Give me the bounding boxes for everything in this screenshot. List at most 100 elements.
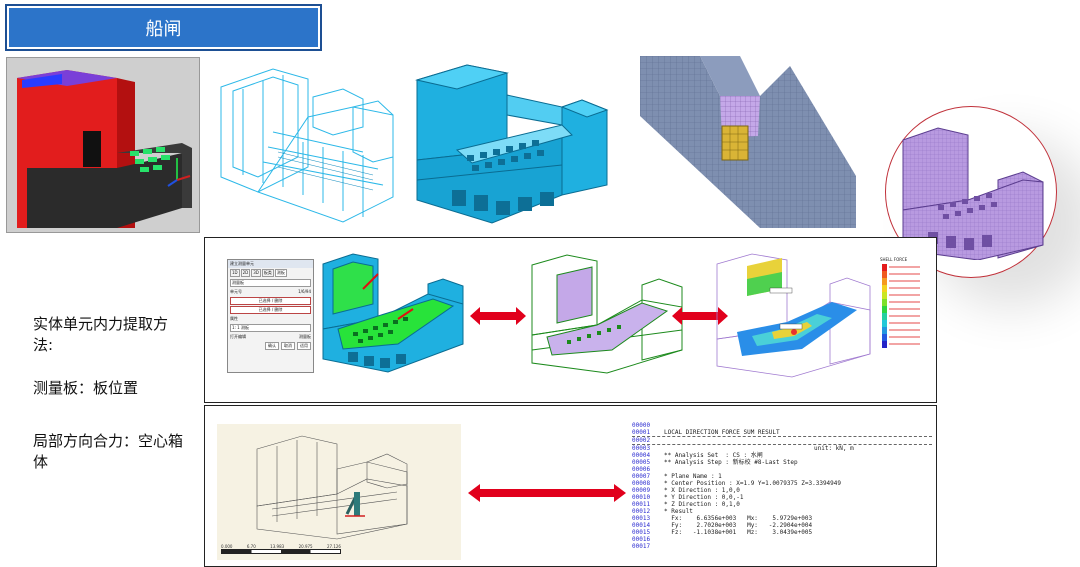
line-number: 00005 [632, 459, 651, 466]
line-number: 00006 [632, 466, 651, 473]
result-line: 00010 * Y Direction : 0,0,-1 [632, 494, 932, 501]
dialog-tab[interactable]: 3D [251, 269, 261, 277]
line-text: * Result [664, 508, 693, 515]
select-button-2[interactable]: 已选择 / 删除 [230, 306, 311, 314]
result-line: 00014 Fy: 2.7020e+003 My: -2.2904e+004 [632, 522, 932, 529]
attr-label: 属性 [230, 316, 238, 321]
line-number: 00012 [632, 508, 651, 515]
dialog-tab[interactable]: 测板 [274, 269, 287, 277]
result-line: 00017 [632, 543, 932, 550]
green-wire-model [527, 245, 687, 375]
edit-label: 打开编辑 [230, 334, 246, 339]
line-text: LOCAL DIRECTION FORCE SUM RESULT [664, 429, 780, 436]
local-force-text: 局部方向合力：空心箱体 [33, 432, 184, 471]
line-number: 00014 [632, 522, 651, 529]
scale-label: 0.000 [221, 544, 233, 549]
line-text: ** Analysis Step : 新标校 #8-Last Step [664, 459, 798, 466]
title-bar: 船闸 [5, 4, 322, 51]
dialog-type-select[interactable]: 测量板 [230, 279, 311, 287]
purple-mesh-model [902, 127, 1044, 261]
result-line: 00012 * Result [632, 508, 932, 515]
foundation-mesh-image [640, 56, 856, 228]
contour-result-model [712, 244, 872, 379]
line-number: 00009 [632, 487, 651, 494]
apply-button[interactable]: 适用 [297, 342, 311, 350]
line-text: * Y Direction : 0,0,-1 [664, 494, 744, 501]
result-line: 00003 unit: kN, m [632, 445, 932, 452]
cancel-button[interactable]: 取消 [281, 342, 295, 350]
result-line: 00011* Z Direction : 0,1,0 [632, 501, 932, 508]
line-text: * X Direction : 1,0,0 [664, 487, 740, 494]
line-text: Fx: 6.6356e+003 Mx: 5.9729e+003 [664, 515, 813, 522]
arrow-right-2 [672, 307, 728, 325]
line-number: 00008 [632, 480, 651, 487]
edit-value[interactable]: 测量板 [299, 334, 311, 339]
measure-plate-model [318, 244, 468, 374]
unit-value: 1/6/94 [298, 289, 311, 294]
legend-colorbar [882, 264, 920, 348]
result-line: 00015 Fz: -1.1038e+001 Mz: 3.0439e+005 [632, 529, 932, 536]
result-line: 00009 * X Direction : 1,0,0 [632, 487, 932, 494]
attr-value[interactable]: 1: 1 测板 [230, 324, 311, 332]
arrow-right-1 [470, 307, 526, 325]
unit-label: 单元号 [230, 289, 242, 294]
scale-label: 6.70 [246, 544, 256, 549]
line-number: 00016 [632, 536, 651, 543]
dialog-title: 建立测量单元 [228, 260, 313, 268]
scale-bar: 0.000 6.70 13.983 20.975 27.126 [221, 544, 341, 556]
solid-cyan-model-image [412, 55, 612, 227]
line-number: 00001 [632, 429, 651, 436]
contour-model [716, 253, 871, 378]
zoom-circle [885, 106, 1057, 278]
line-text: ** Analysis Set : CS : 水闸 [664, 452, 763, 459]
confirm-button[interactable]: 确认 [265, 342, 279, 350]
wireframe-model-image [213, 57, 403, 227]
purple-mesh-model-image [898, 110, 1048, 261]
line-number: 00007 [632, 473, 651, 480]
result-line: 00004 ** Analysis Set : CS : 水闸 [632, 452, 932, 459]
page-title: 船闸 [145, 18, 182, 40]
scale-label: 20.975 [298, 544, 313, 549]
cyan-solid-model [415, 64, 609, 224]
dialog-tab[interactable]: 板类 [261, 269, 274, 277]
line-number: 00013 [632, 515, 651, 522]
result-line: 00013 Fx: 6.6356e+003 Mx: 5.9729e+003 [632, 515, 932, 522]
result-line: 00001 LOCAL DIRECTION FORCE SUM RESULT [632, 429, 932, 437]
line-number: 00004 [632, 452, 651, 459]
wireframe-local-model [256, 435, 408, 540]
cyan-wireframe [220, 68, 394, 223]
legend-title: SHELL FORCE [880, 257, 908, 262]
local-force-model-view: 0.000 6.70 13.983 20.975 27.126 [217, 424, 461, 560]
result-line: 00007 * Plane Name : 1 [632, 473, 932, 480]
measure-plate-text: 测量板：板位置 [33, 379, 139, 397]
line-text: Fy: 2.7020e+003 My: -2.2904e+004 [664, 522, 813, 529]
scale-label: 13.983 [270, 544, 285, 549]
line-number: 00000 [632, 422, 651, 429]
line-number: 00015 [632, 529, 651, 536]
line-number: 00003 [632, 445, 651, 452]
contour-legend: SHELL FORCE [880, 257, 930, 357]
dialog-tabs: 1D 2D 3D 板类 测板 [228, 268, 313, 278]
cyan-green-model [322, 253, 464, 373]
line-number: 00010 [632, 494, 651, 501]
line-number: 00011 [632, 501, 651, 508]
dialog-tab[interactable]: 1D [230, 269, 240, 277]
scale-label: 27.126 [326, 544, 341, 549]
red-lock-model [7, 58, 199, 232]
method-title: 实体单元内力提取方法: [33, 315, 169, 354]
line-text: * Plane Name : 1 [664, 473, 722, 480]
select-button-1[interactable]: 已选择 / 删除 [230, 297, 311, 305]
result-line: 00000 [632, 422, 932, 429]
line-text: Fz: -1.1038e+001 Mz: 3.0439e+005 [664, 529, 813, 536]
result-line: 00008 * Center Position : X=1.9 Y=1.00793… [632, 480, 932, 487]
line-text: unit: kN, m [814, 445, 854, 452]
foundation-mesh [640, 56, 856, 228]
dialog-tab[interactable]: 2D [240, 269, 251, 277]
line-number: 00017 [632, 543, 651, 550]
measure-dialog: 建立测量单元 1D 2D 3D 板类 测板 测量板 单元号 1/6/94 已选择… [227, 259, 314, 373]
arrow-right-3 [468, 484, 626, 502]
result-line: 00002 [632, 437, 932, 445]
line-text: * Center Position : X=1.9 Y=1.0079375 Z=… [664, 480, 842, 487]
line-number: 00002 [632, 437, 651, 444]
